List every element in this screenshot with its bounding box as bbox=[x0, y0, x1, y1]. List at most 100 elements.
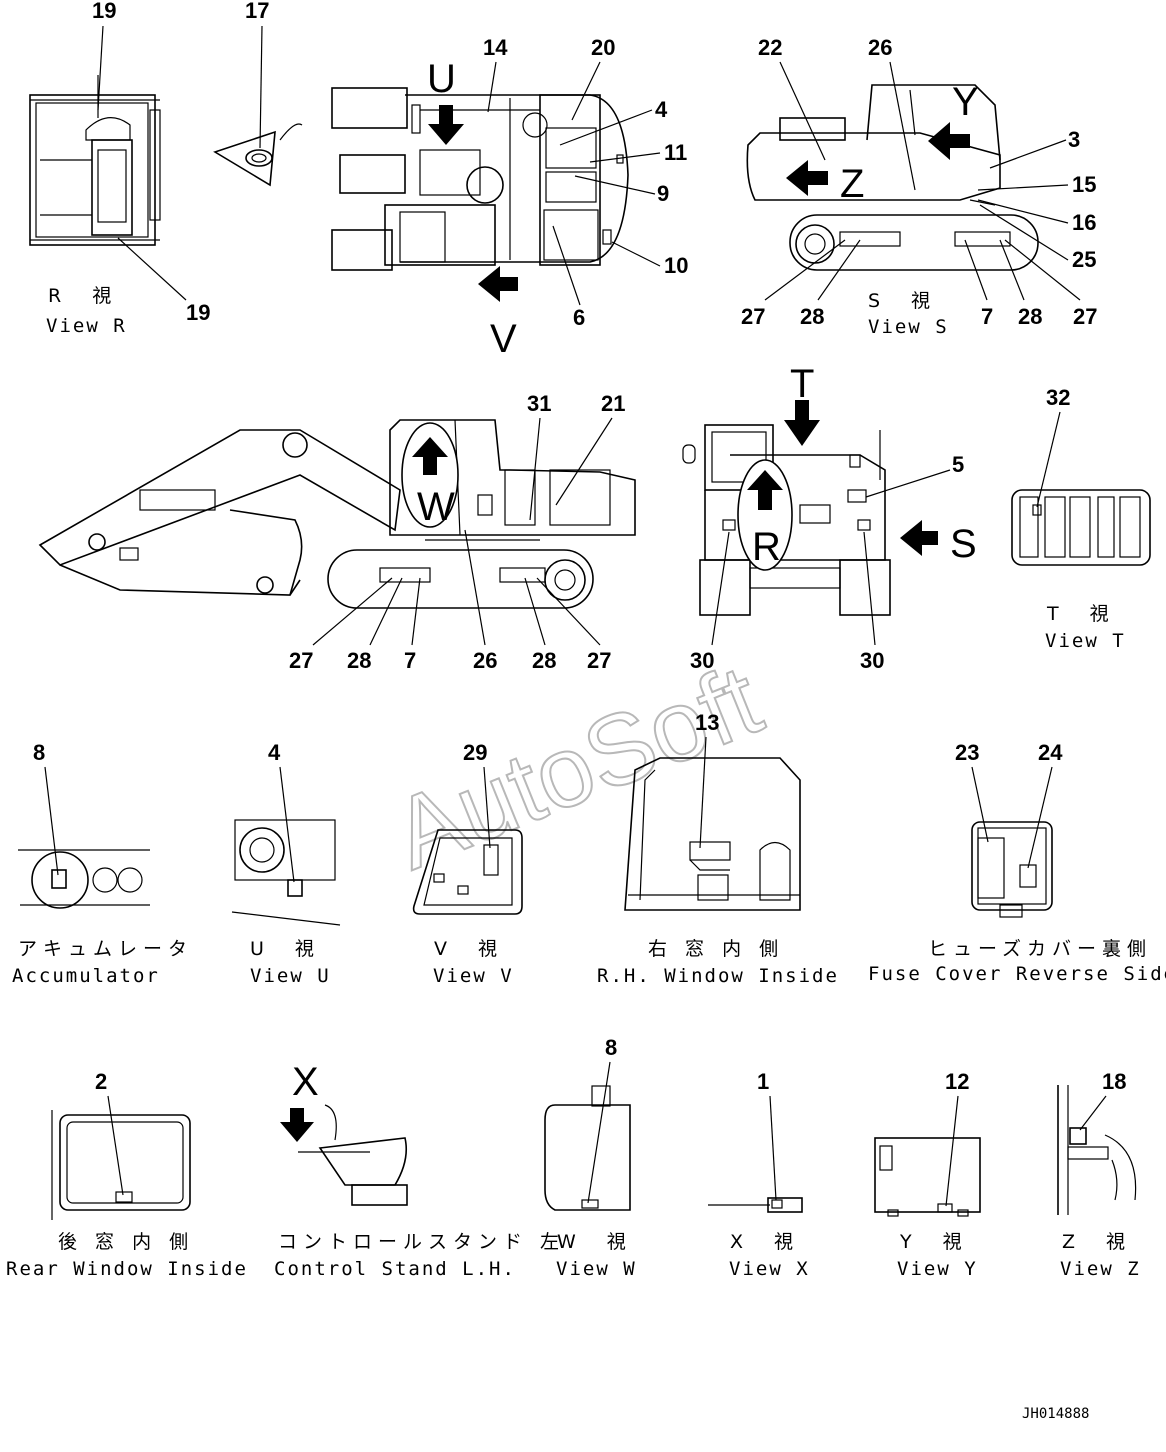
callout-30-left: 30 bbox=[690, 648, 714, 673]
view-y-figure bbox=[874, 1137, 981, 1217]
view-t-caption-en: View T bbox=[1045, 630, 1126, 652]
view-w-caption-en: View W bbox=[556, 1258, 637, 1280]
callout-15: 15 bbox=[1072, 172, 1096, 197]
callout-4-view-u: 4 bbox=[268, 740, 281, 765]
view-y-caption-en: View Y bbox=[897, 1258, 978, 1280]
view-t-figure bbox=[1011, 489, 1151, 566]
rear-window-caption-jp: 後 窓 内 側 bbox=[58, 1231, 194, 1253]
view-z-figure bbox=[1057, 1085, 1137, 1215]
callout-18: 18 bbox=[1102, 1069, 1126, 1094]
callout-8-accumulator: 8 bbox=[33, 740, 45, 765]
callout-1: 1 bbox=[757, 1069, 769, 1094]
callout-13: 13 bbox=[695, 710, 719, 735]
rh-window-figure bbox=[624, 757, 801, 911]
callout-19-top: 19 bbox=[92, 0, 116, 23]
watermark-text: AutoSoft bbox=[378, 643, 776, 891]
callout-s-7: 7 bbox=[981, 304, 993, 329]
rh-window-caption-en: R.H. Window Inside bbox=[597, 965, 839, 987]
arrow-label-x: X bbox=[292, 1060, 319, 1104]
view-r-figure bbox=[29, 75, 161, 246]
control-stand-caption-en: Control Stand L.H. bbox=[274, 1258, 516, 1280]
callout-6: 6 bbox=[573, 305, 585, 330]
callout-12: 12 bbox=[945, 1069, 969, 1094]
callout-23: 23 bbox=[955, 740, 979, 765]
arrow-label-y: Y bbox=[952, 80, 979, 124]
callout-m-7: 7 bbox=[404, 648, 416, 673]
view-r-caption-en: View R bbox=[46, 315, 127, 337]
callout-s-27-left: 27 bbox=[741, 304, 765, 329]
view-x-figure bbox=[708, 1197, 803, 1213]
accumulator-figure bbox=[18, 849, 150, 909]
view-t-caption-jp: T 視 bbox=[1046, 603, 1115, 625]
callout-10: 10 bbox=[664, 253, 688, 278]
fuse-cover-figure bbox=[971, 821, 1053, 918]
drawing-code: JH014888 bbox=[1022, 1406, 1089, 1422]
callout-25: 25 bbox=[1072, 247, 1096, 272]
callout-14: 14 bbox=[483, 35, 508, 60]
callout-s-27-right: 27 bbox=[1073, 304, 1097, 329]
control-stand-figure bbox=[280, 1104, 408, 1206]
view-y-caption-jp: Y 視 bbox=[899, 1231, 968, 1253]
view-s-caption-jp: S 視 bbox=[868, 290, 936, 312]
callout-3: 3 bbox=[1068, 127, 1080, 152]
arrow-label-r: R bbox=[752, 525, 781, 569]
view-u-caption-en: View U bbox=[250, 965, 331, 987]
callout-21: 21 bbox=[601, 391, 625, 416]
callout-30-right: 30 bbox=[860, 648, 884, 673]
view-s-figure bbox=[746, 84, 1039, 271]
rh-window-caption-jp: 右 窓 内 側 bbox=[648, 938, 784, 960]
arrow-label-w: W bbox=[417, 485, 455, 529]
rear-window-figure bbox=[51, 1110, 191, 1220]
view-w-caption-jp: W 視 bbox=[557, 1231, 632, 1253]
view-r-caption-jp: R 視 bbox=[48, 285, 117, 307]
watermark: AutoSoft bbox=[377, 642, 777, 892]
callout-22: 22 bbox=[758, 35, 782, 60]
view-w-figure bbox=[544, 1085, 631, 1211]
callout-s-28-right: 28 bbox=[1018, 304, 1042, 329]
view-z-caption-en: View Z bbox=[1060, 1258, 1141, 1280]
view-v-caption-en: View V bbox=[433, 965, 514, 987]
callout-5: 5 bbox=[952, 452, 964, 477]
control-stand-caption-jp: コントロールスタンド 左 bbox=[278, 1231, 565, 1253]
callout-31: 31 bbox=[527, 391, 551, 416]
callout-2: 2 bbox=[95, 1069, 107, 1094]
callout-m-27-right: 27 bbox=[587, 648, 611, 673]
callout-m-28-left: 28 bbox=[347, 648, 371, 673]
fuse-cover-caption-jp: ヒューズカバー裏側 bbox=[928, 938, 1152, 960]
view-s-caption-en: View S bbox=[868, 316, 949, 338]
excavator-side-figure bbox=[38, 419, 636, 609]
callout-8-view-w: 8 bbox=[605, 1035, 617, 1060]
accumulator-caption-en: Accumulator bbox=[12, 965, 160, 987]
view-x-caption-jp: X 視 bbox=[730, 1231, 799, 1253]
view-v-caption-jp: V 視 bbox=[434, 938, 503, 960]
callout-4: 4 bbox=[655, 97, 668, 122]
view-u-figure bbox=[231, 819, 341, 926]
callout-s-28-left: 28 bbox=[800, 304, 824, 329]
callout-29: 29 bbox=[463, 740, 487, 765]
callout-17: 17 bbox=[245, 0, 269, 23]
callout-24: 24 bbox=[1038, 740, 1063, 765]
callout-16: 16 bbox=[1072, 210, 1096, 235]
callout-32: 32 bbox=[1046, 385, 1070, 410]
arrow-label-z: Z bbox=[840, 162, 864, 206]
arrow-label-s: S bbox=[950, 522, 977, 566]
callout-m-27-left: 27 bbox=[289, 648, 313, 673]
callout-19-bottom: 19 bbox=[186, 300, 210, 325]
fuse-cover-caption-en: Fuse Cover Reverse Side bbox=[868, 963, 1166, 985]
callout-20: 20 bbox=[591, 35, 615, 60]
callout-m-26: 26 bbox=[473, 648, 497, 673]
tag-17-figure bbox=[213, 123, 303, 187]
view-u-caption-jp: U 視 bbox=[250, 938, 320, 960]
arrow-label-t: T bbox=[790, 362, 814, 406]
callout-26-top: 26 bbox=[868, 35, 892, 60]
arrow-label-v: V bbox=[490, 317, 517, 361]
callout-m-28-right: 28 bbox=[532, 648, 556, 673]
arrow-label-u: U bbox=[427, 57, 456, 101]
top-view-figure bbox=[331, 87, 629, 302]
rear-view-figure bbox=[682, 400, 938, 616]
callout-9: 9 bbox=[657, 181, 669, 206]
view-z-caption-jp: Z 視 bbox=[1062, 1231, 1131, 1253]
accumulator-caption-jp: アキュムレータ bbox=[18, 938, 193, 960]
callout-11: 11 bbox=[664, 140, 687, 165]
